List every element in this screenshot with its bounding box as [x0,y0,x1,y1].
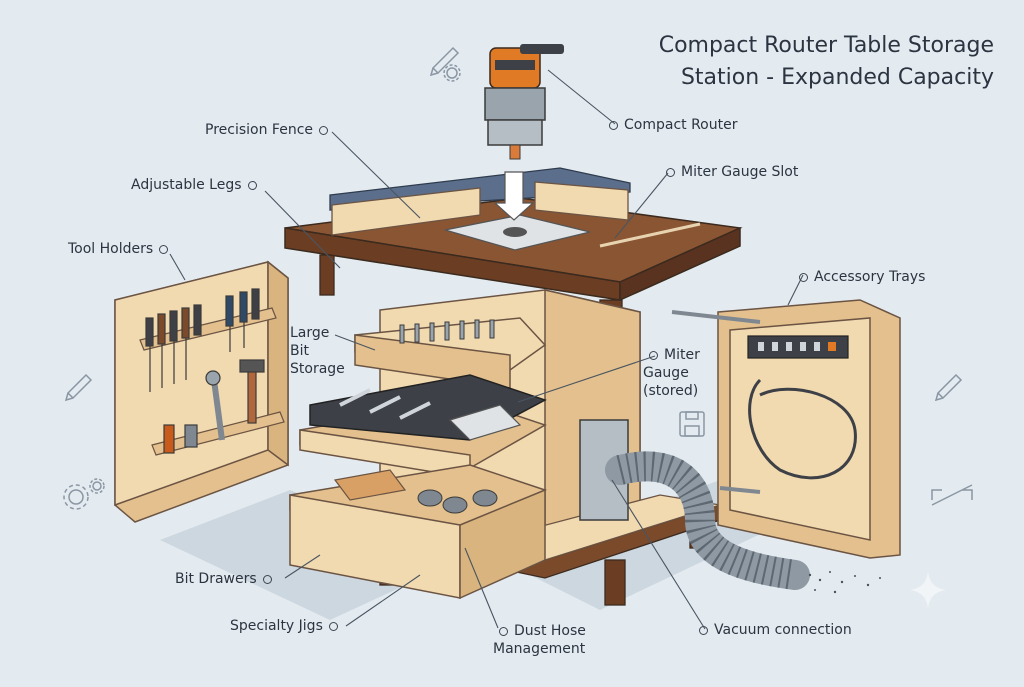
callout-dot [609,120,618,130]
callout-dot [666,167,675,177]
gear-icon [443,64,461,82]
label-tool-holders: Tool Holders [68,240,174,258]
label-text: Accessory Trays [814,269,926,285]
save-icon [679,411,705,437]
dust-hose [579,419,881,594]
label-miter-gauge-slot: Miter Gauge Slot [660,163,798,181]
label-accessory-trays: Accessory Trays [793,268,925,286]
label-text: Miter Gauge Slot [681,164,799,180]
pencil-icon [429,46,460,77]
leader-lines [169,69,804,630]
label-bit-drawers: Bit Drawers [175,570,278,588]
label-text: Miter Gauge (stored) [643,347,700,399]
label-text: Large Bit Storage [290,325,345,377]
label-text: Vacuum connection [714,622,852,638]
label-text: Tool Holders [68,241,154,257]
label-text: Adjustable Legs [131,177,242,193]
router-unit [484,44,564,160]
callout-dot [319,125,329,135]
label-text: Precision Fence [205,122,314,138]
label-text: Bit Drawers [175,571,257,587]
label-miter-gauge-stored: Miter Gauge (stored) [643,346,723,400]
title-line-1: Compact Router Table Storage [658,33,994,58]
label-adjustable-legs: Adjustable Legs [131,176,263,194]
title-line-2: Station - Expanded Capacity [680,65,994,90]
pencil-icon [64,373,93,402]
callout-dot [799,272,808,282]
callout-dot [262,574,272,584]
label-compact-router: Compact Router [603,116,737,134]
label-specialty-jigs: Specialty Jigs [230,617,344,635]
pencil-icon [934,373,963,402]
callout-dot [649,350,658,360]
accessory-tray-panel [671,299,901,559]
label-dust-hose-management: Dust Hose Management [493,622,613,658]
tool-holder-panel [114,260,289,523]
callout-dot [247,180,257,190]
expand-icon [931,484,973,506]
callout-dot [159,244,169,254]
label-text: Compact Router [624,117,738,133]
label-text: Specialty Jigs [230,618,323,634]
callout-dot [499,626,508,636]
sparkle-icon [910,572,946,608]
label-vacuum-connection: Vacuum connection [693,621,852,639]
callout-dot [699,625,708,635]
drawer-bit-drawers [289,464,548,600]
page-title: Compact Router Table Storage Station - E… [574,30,994,94]
label-precision-fence: Precision Fence [205,121,334,139]
label-large-bit-storage: Large Bit Storage [290,324,352,378]
callout-dot [328,621,338,631]
label-text: Dust Hose Management [493,623,586,657]
gear-icon [63,478,105,510]
